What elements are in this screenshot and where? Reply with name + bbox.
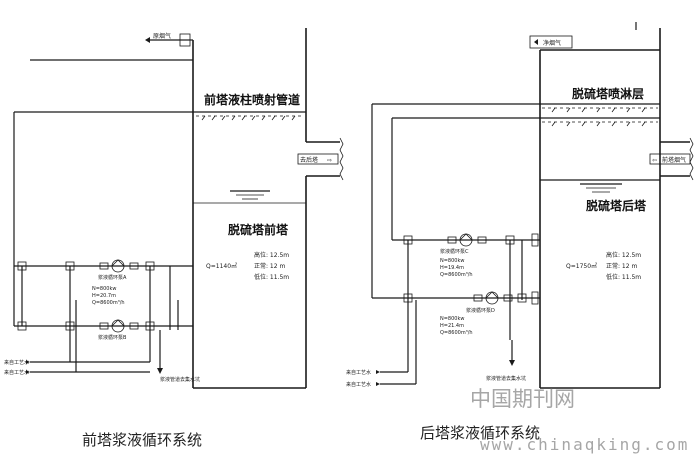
front-process-water-1: 来自工艺水 (4, 359, 29, 366)
watermark-url: www.chinaqking.com (480, 435, 689, 454)
front-outlet-label: 去后塔 (300, 156, 318, 164)
front-pump-spec-1: N=800kw (92, 286, 116, 292)
front-tower-system: 原烟气 去后塔 ⇨ 前塔液柱喷射管道 脱硫塔前塔 高位: 12.5m 正常: 1… (4, 28, 344, 449)
front-pump-spec-3: Q=8600m³/h (92, 300, 125, 306)
front-process-water-2: 来自工艺水 (4, 369, 29, 376)
rear-caption: 后塔浆液循环系统 (420, 424, 540, 442)
front-spray-nozzles (201, 115, 296, 121)
front-caption: 前塔浆液循环系统 (82, 431, 202, 449)
rear-pump-d-spec-1: N=800kw (440, 316, 464, 322)
rear-volume: Q=1750㎥ (566, 262, 597, 270)
rear-pump-c-spec-2: H=19.4m (440, 265, 464, 271)
rear-pump-c-spec-1: N=800kw (440, 258, 464, 264)
front-pump-spec-2: H=20.7m (92, 293, 116, 299)
front-tower-title: 脱硫塔前塔 (228, 222, 289, 237)
rear-inlet-label: 前塔烟气 (662, 156, 686, 164)
front-pump-a-label: 浆液循环泵A (98, 274, 127, 281)
front-level-normal: 正常: 12 m (254, 262, 285, 270)
rear-pump-d-label: 浆液循环泵D (466, 307, 495, 314)
rear-pump-d-spec-2: H=21.4m (440, 323, 464, 329)
rear-level-high: 高位: 12.5m (606, 251, 641, 259)
rear-drain-label: 浆液管道去集水坑 (486, 375, 526, 382)
rear-tower-system: 净烟气 脱硫塔喷淋层 前塔烟气 ⇦ 脱硫塔后塔 高位: 12.5m 正常: 12… (346, 22, 694, 442)
front-level-low: 低位: 11.5m (254, 273, 289, 281)
svg-text:⇨: ⇨ (327, 157, 332, 164)
rear-pump-c-label: 浆液循环泵C (440, 248, 469, 255)
front-drain-label: 浆液管道去集水坑 (160, 376, 200, 383)
front-level-high: 高位: 12.5m (254, 251, 289, 259)
front-volume: Q=1140㎥ (206, 262, 237, 270)
rear-level-normal: 正常: 12 m (606, 262, 637, 270)
rear-process-water-1: 来自工艺水 (346, 369, 371, 376)
rear-tower-title: 脱硫塔后塔 (586, 198, 647, 213)
rear-spray-layer-title: 脱硫塔喷淋层 (572, 86, 644, 101)
svg-text:⇦: ⇦ (652, 157, 657, 164)
rear-clean-gas-label: 净烟气 (543, 39, 561, 47)
front-spray-header-title: 前塔液柱喷射管道 (204, 92, 300, 107)
rear-pump-d-spec-3: Q=8600m³/h (440, 330, 473, 336)
rear-level-low: 低位: 11.5m (606, 273, 641, 281)
front-pump-b-label: 浆液循环泵B (98, 334, 127, 341)
watermark-cn: 中国期刊网 (470, 387, 575, 411)
rear-process-water-2: 来自工艺水 (346, 381, 371, 388)
front-flue-gas-label: 原烟气 (153, 32, 171, 40)
rear-pump-c-spec-3: Q=8600m³/h (440, 272, 473, 278)
